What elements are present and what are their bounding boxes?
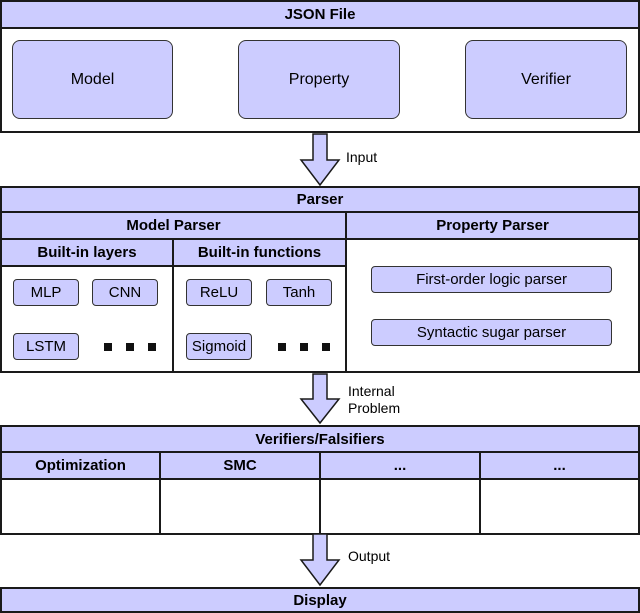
verifier-column-more-2-label: ... [553, 457, 566, 474]
verifier-column-optimization-label: Optimization [35, 457, 126, 474]
property-parser-title: Property Parser [436, 217, 549, 234]
input-arrow-label: Input [346, 149, 378, 165]
layers-ellipsis-dots [104, 343, 156, 351]
model-parser-title: Model Parser [126, 217, 221, 234]
model-parser-header: Model Parser [0, 211, 347, 240]
property-parser-header: Property Parser [345, 211, 640, 240]
function-tanh-label: Tanh [282, 284, 316, 301]
json-item-model: Model [12, 40, 173, 119]
output-arrow [299, 533, 341, 587]
json-file-header: JSON File [0, 0, 640, 29]
layer-lstm-label: LSTM [25, 338, 66, 355]
verifier-column-more-1-label: ... [393, 457, 407, 474]
layer-cnn: CNN [92, 279, 158, 306]
internal-problem-line1: Internal [348, 383, 395, 399]
display-title: Display [293, 591, 347, 609]
parser-title: Parser [296, 191, 344, 208]
function-sigmoid: Sigmoid [186, 333, 252, 360]
first-order-logic-parser: First-order logic parser [371, 266, 612, 293]
input-arrow [299, 133, 341, 187]
first-order-logic-parser-label: First-order logic parser [416, 271, 567, 288]
json-file-title: JSON File [284, 6, 356, 23]
json-item-model-label: Model [70, 70, 115, 88]
internal-problem-line2: Problem [348, 400, 401, 416]
parser-header: Parser [0, 186, 640, 213]
internal-problem-arrow [299, 373, 341, 425]
layer-mlp: MLP [13, 279, 79, 306]
verifier-column-optimization-header: Optimization [0, 451, 161, 480]
builtin-layers-header: Built-in layers [0, 238, 174, 267]
function-tanh: Tanh [266, 279, 332, 306]
builtin-functions-header: Built-in functions [172, 238, 347, 267]
functions-ellipsis-dots [278, 343, 330, 351]
syntactic-sugar-parser: Syntactic sugar parser [371, 319, 612, 346]
function-relu-label: ReLU [199, 284, 239, 301]
layer-lstm: LSTM [13, 333, 79, 360]
json-item-verifier: Verifier [465, 40, 627, 119]
verifier-column-more-2-header: ... [479, 451, 640, 480]
syntactic-sugar-parser-label: Syntactic sugar parser [416, 324, 567, 341]
json-item-property-label: Property [288, 70, 350, 88]
verifier-column-more-1-header: ... [319, 451, 481, 480]
internal-problem-label: Internal Problem [348, 383, 400, 417]
builtin-functions-title: Built-in functions [197, 244, 322, 261]
json-item-verifier-label: Verifier [521, 70, 571, 88]
display-bar: Display [0, 587, 640, 613]
output-arrow-label: Output [348, 548, 391, 564]
function-sigmoid-label: Sigmoid [191, 338, 247, 355]
layer-mlp-label: MLP [30, 284, 62, 301]
verifier-column-smc-header: SMC [159, 451, 321, 480]
layer-cnn-label: CNN [108, 284, 142, 301]
json-item-property: Property [238, 40, 400, 119]
verifiers-title: Verifiers/Falsifiers [255, 430, 385, 448]
builtin-layers-title: Built-in layers [37, 244, 137, 261]
verifier-column-smc-label: SMC [223, 457, 257, 474]
function-relu: ReLU [186, 279, 252, 306]
verifiers-header: Verifiers/Falsifiers [0, 425, 640, 453]
